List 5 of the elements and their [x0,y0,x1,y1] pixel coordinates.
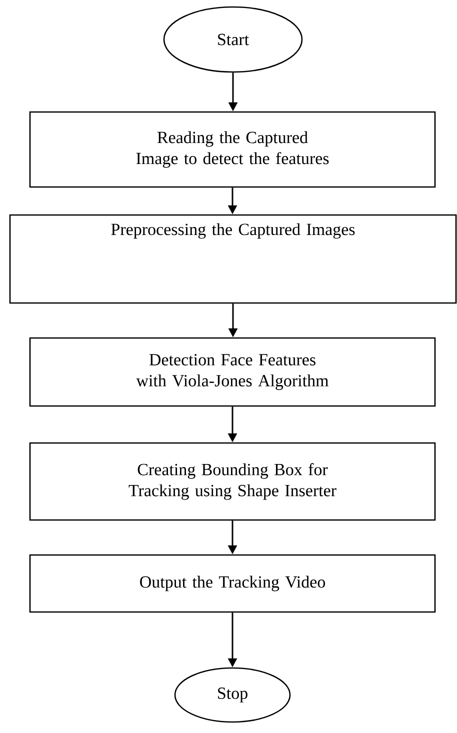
process-box: Reading the Captured Image to detect the features [29,111,436,188]
process-box: Creating Bounding Box for Tracking using Shape Inserter [29,442,436,521]
process-box: Output the Tracking Video [29,554,436,613]
process-box: Preprocessing the Captured Images [9,214,457,304]
process-box: Detection Face Features with Viola-Jones Algorithm [29,337,436,407]
